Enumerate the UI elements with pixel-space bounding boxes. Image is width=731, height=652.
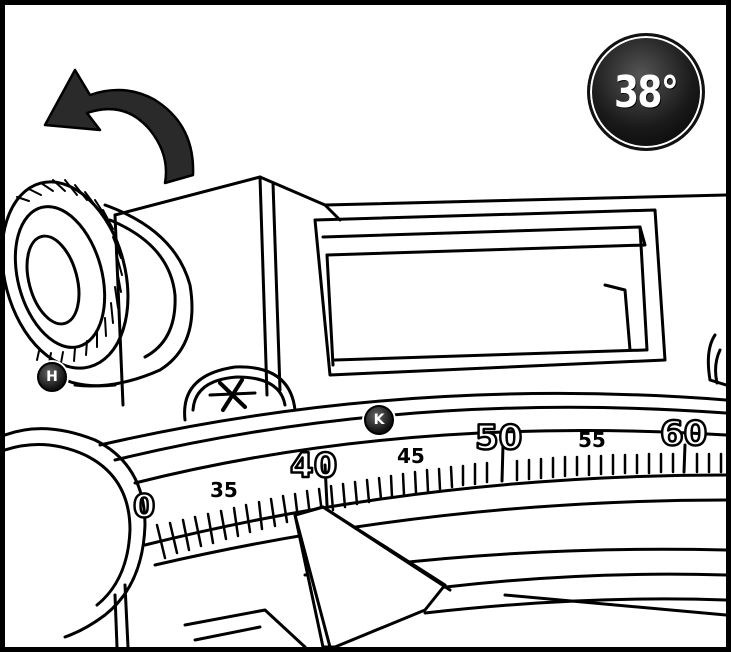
scale-label-40: 40 — [290, 446, 337, 486]
rotate-counterclockwise-arrow-icon — [43, 68, 195, 185]
scale-labels: 0 35 40 45 50 55 60 — [132, 413, 709, 527]
angle-value: 38° — [614, 66, 679, 118]
scale-label-45: 45 — [397, 444, 425, 468]
side-knob — [5, 427, 147, 647]
scale-label-50: 50 — [475, 418, 522, 458]
bevel-pointer — [293, 505, 452, 647]
scale-ticks — [155, 443, 723, 560]
miter-saw-bevel-scale-illustration: 0 35 40 45 50 55 60 — [5, 68, 726, 647]
angle-badge: 38° — [587, 33, 705, 151]
scale-label-35: 35 — [210, 478, 238, 502]
scale-window — [313, 208, 667, 377]
callout-k: K — [364, 405, 394, 435]
scale-label-55: 55 — [578, 428, 606, 452]
scale-label-0: 0 — [133, 487, 155, 525]
callout-h: H — [37, 362, 67, 392]
phillips-screw-icon — [183, 365, 297, 422]
scale-label-60: 60 — [660, 414, 707, 454]
bevel-lock-knob — [5, 179, 194, 388]
